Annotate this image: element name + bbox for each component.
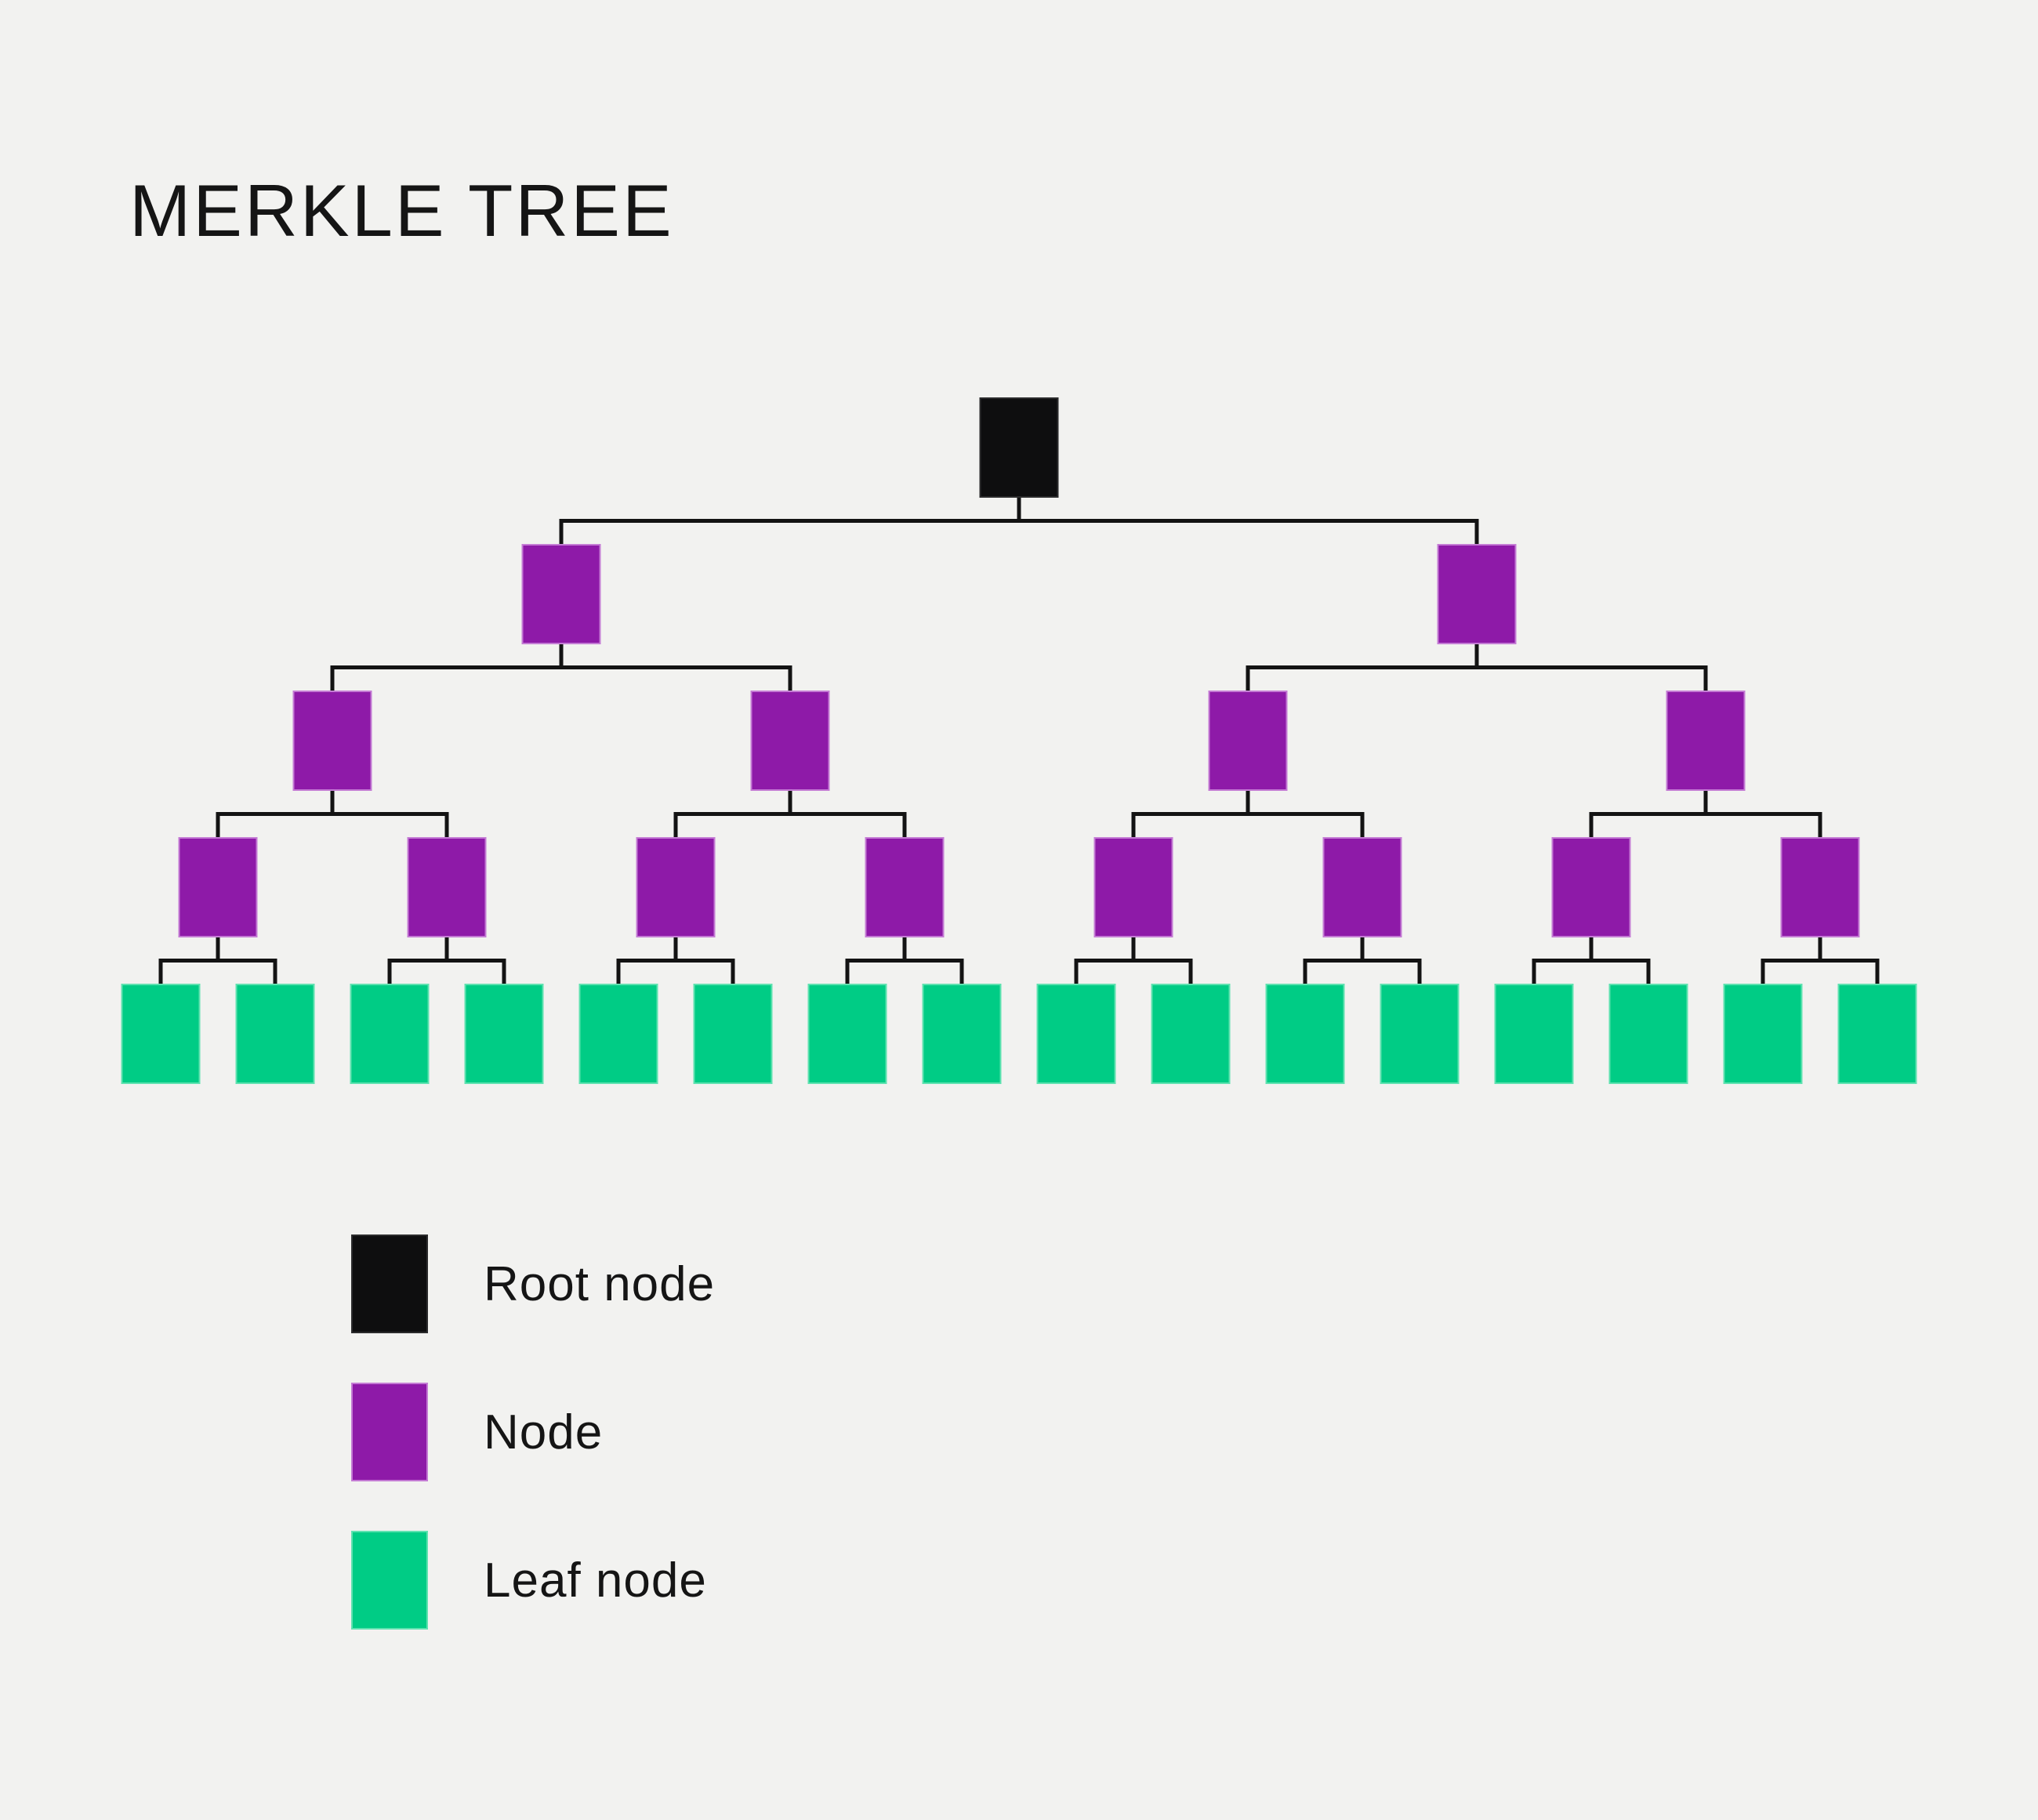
leaf-node bbox=[1723, 984, 1803, 1084]
leaf-node bbox=[235, 984, 315, 1084]
leaf-node bbox=[1380, 984, 1460, 1084]
leaf-node bbox=[1265, 984, 1345, 1084]
internal-node bbox=[1322, 837, 1402, 937]
legend-row-leaf: Leaf node bbox=[351, 1531, 715, 1630]
internal-node bbox=[1437, 544, 1517, 644]
legend-row-root: Root node bbox=[351, 1234, 715, 1333]
leaf-node-swatch bbox=[351, 1531, 428, 1630]
leaf-node bbox=[1151, 984, 1231, 1084]
internal-node bbox=[1208, 691, 1288, 791]
leaf-node bbox=[578, 984, 658, 1084]
internal-node bbox=[178, 837, 258, 937]
internal-node bbox=[521, 544, 601, 644]
leaf-node bbox=[1036, 984, 1116, 1084]
legend-label-root: Root node bbox=[484, 1256, 716, 1311]
internal-node bbox=[292, 691, 372, 791]
internal-node bbox=[636, 837, 716, 937]
leaf-node bbox=[693, 984, 773, 1084]
leaf-node bbox=[1608, 984, 1688, 1084]
internal-node bbox=[1093, 837, 1173, 937]
root-node-swatch bbox=[351, 1234, 428, 1333]
page-title: MERKLE TREE bbox=[129, 169, 674, 252]
leaf-node bbox=[807, 984, 887, 1084]
legend-row-node: Node bbox=[351, 1383, 715, 1481]
leaf-node bbox=[350, 984, 430, 1084]
leaf-node bbox=[121, 984, 201, 1084]
merkle-tree-diagram bbox=[121, 397, 1917, 1084]
leaf-node bbox=[464, 984, 544, 1084]
internal-node bbox=[865, 837, 945, 937]
internal-node bbox=[1666, 691, 1746, 791]
internal-node bbox=[1551, 837, 1631, 937]
internal-node bbox=[407, 837, 487, 937]
legend-label-leaf: Leaf node bbox=[484, 1553, 707, 1608]
node-swatch bbox=[351, 1383, 428, 1481]
internal-node bbox=[750, 691, 830, 791]
leaf-node bbox=[922, 984, 1002, 1084]
leaf-node bbox=[1494, 984, 1574, 1084]
internal-node bbox=[1780, 837, 1860, 937]
legend: Root node Node Leaf node bbox=[351, 1234, 715, 1679]
root-node bbox=[979, 397, 1059, 498]
legend-label-node: Node bbox=[484, 1405, 604, 1459]
leaf-node bbox=[1837, 984, 1917, 1084]
